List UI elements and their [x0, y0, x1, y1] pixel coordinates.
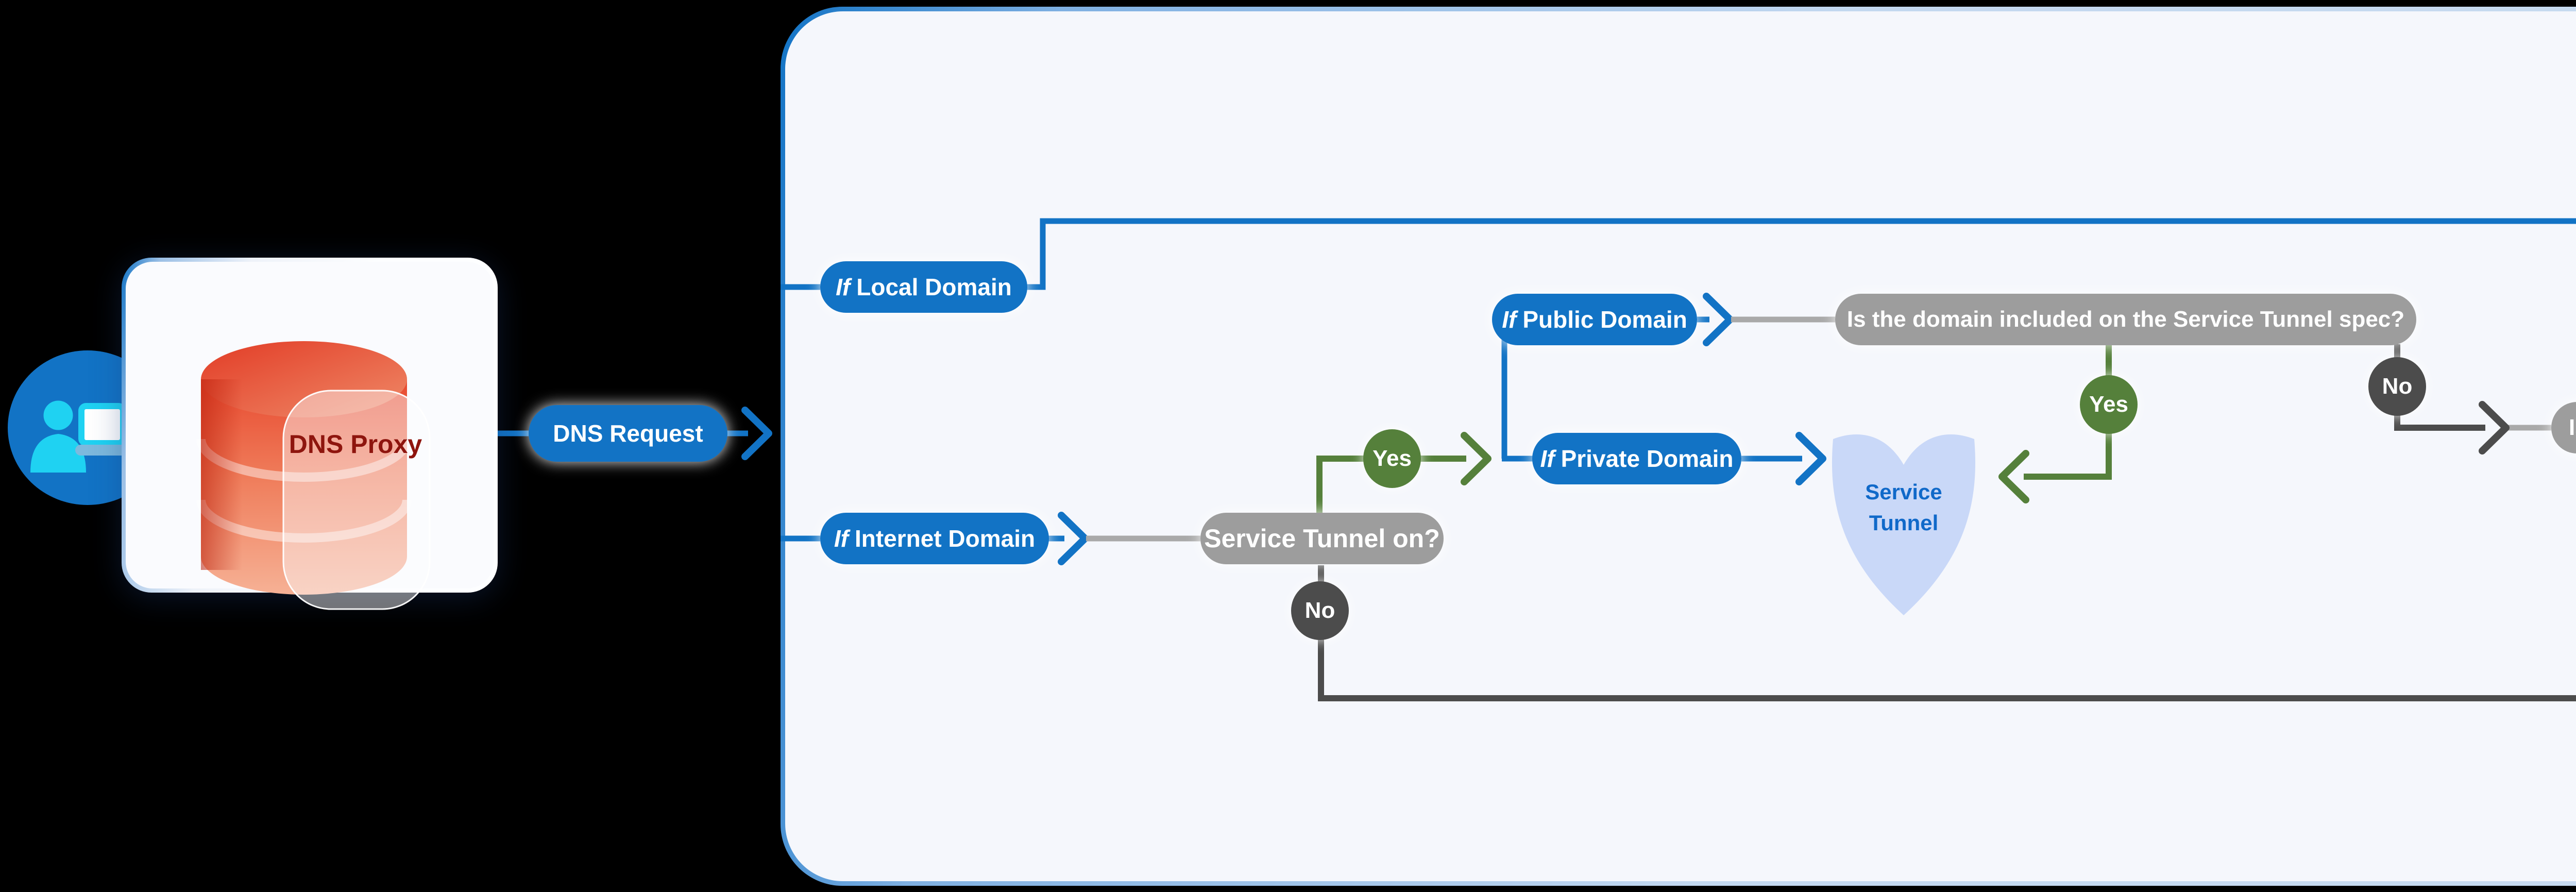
if-prefix: If	[834, 525, 849, 552]
arrowhead-dns-request	[741, 407, 772, 460]
pill-if-internet-domain: If Internet Domain	[820, 513, 1049, 564]
pill-if-private-domain: If Private Domain	[1532, 433, 1741, 484]
service-tunnel-line1: Service	[1865, 480, 1942, 504]
glass-overlay	[282, 390, 431, 610]
service-tunnel-line2: Tunnel	[1869, 511, 1939, 535]
dns-proxy-label: DNS Proxy	[289, 430, 422, 459]
badge-yes-included: Yes	[2080, 375, 2138, 434]
badge-yes-tunnel-on: Yes	[1363, 429, 1421, 488]
pill-label: Private Domain	[1561, 445, 1734, 472]
pill-label: Public Domain	[1522, 306, 1687, 333]
dns-request-pill: DNS Request	[529, 405, 727, 462]
badge-no-tunnel-on: No	[1291, 581, 1349, 640]
badge-no-included: No	[2368, 357, 2426, 416]
if-prefix: If	[1502, 306, 1517, 333]
dns-proxy-database-icon	[196, 341, 431, 610]
if-prefix: If	[836, 274, 851, 300]
pill-if-local-domain: If Local Domain	[820, 261, 1027, 313]
pill-label: Local Domain	[856, 274, 1012, 300]
decision-domain-included: Is the domain included on the Service Tu…	[1835, 294, 2416, 345]
decision-service-tunnel-on: Service Tunnel on?	[1200, 513, 1444, 564]
pill-label: Internet Domain	[854, 525, 1036, 552]
service-tunnel-shield-icon	[1832, 434, 1976, 615]
service-tunnel-label: Service Tunnel	[1834, 477, 1973, 538]
person-with-laptop-icon	[30, 400, 131, 473]
pill-if-public-domain: If Public Domain	[1492, 294, 1697, 345]
if-prefix: If	[1540, 445, 1555, 472]
